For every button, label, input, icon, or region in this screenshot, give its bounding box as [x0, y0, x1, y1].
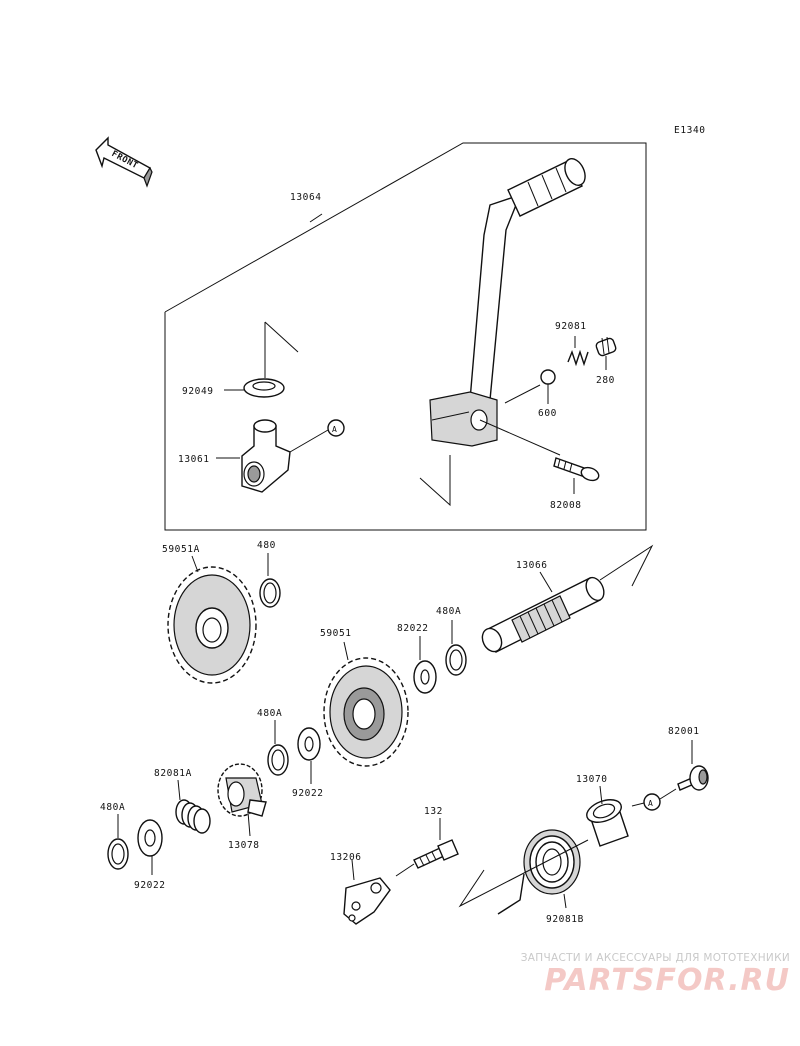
label-13070: 13070: [576, 774, 608, 785]
label-132: 132: [424, 806, 443, 817]
guide-line-shaft: [599, 544, 654, 587]
label-480: 480: [257, 540, 276, 551]
pedal-grip: [507, 158, 586, 217]
circlip-480a-left-icon: [107, 838, 129, 870]
kick-pedal-lever: [429, 158, 586, 447]
bolt-82001-icon: [677, 765, 709, 791]
washer-82022-icon: [413, 660, 437, 694]
bolt-132-icon: [413, 839, 459, 869]
spring-82081a-icon: [175, 799, 211, 834]
label-13078: 13078: [228, 840, 260, 851]
label-92022-mid: 92022: [292, 788, 324, 799]
reference-circle-a: [327, 419, 345, 437]
spring-guide-icon: [586, 799, 629, 847]
pedal-shaft-icon: [241, 419, 291, 493]
washer-92022-left-icon: [137, 819, 163, 857]
guide-line-ball: [504, 384, 541, 404]
stopper-plate-icon: [343, 877, 391, 925]
steel-ball-icon: [540, 369, 556, 385]
label-13066: 13066: [516, 560, 548, 571]
svg-text:A: A: [332, 425, 337, 434]
label-480a-left: 480A: [100, 802, 125, 813]
label-92081: 92081: [555, 321, 587, 332]
circlip-480-icon: [259, 578, 281, 608]
label-13064: 13064: [290, 192, 322, 203]
spring-icon: [567, 349, 589, 367]
oil-seal-icon: [243, 378, 285, 398]
label-92049: 92049: [182, 386, 214, 397]
leader-13064: [309, 213, 323, 223]
reference-circle-a-2: [643, 793, 661, 811]
kick-gear-59051-icon: [323, 657, 409, 767]
label-480a-mid: 480A: [257, 708, 282, 719]
label-280: 280: [596, 375, 615, 386]
label-82022: 82022: [397, 623, 429, 634]
kick-gear-59051a-icon: [167, 566, 257, 684]
watermark-subtitle: ЗАПЧАСТИ И АКСЕССУАРЫ ДЛЯ МОТОТЕХНИКИ: [520, 952, 790, 964]
kick-spring-icon: [497, 829, 581, 915]
washer-92022-mid-icon: [297, 727, 321, 761]
pin-icon: [595, 336, 617, 357]
label-92022-left: 92022: [134, 880, 166, 891]
ratchet-icon: [217, 763, 267, 817]
kick-pedal-assembly-outline: [164, 142, 647, 531]
label-59051: 59051: [320, 628, 352, 639]
guide-line-bolt: [479, 419, 561, 456]
circlip-480a-top-icon: [445, 644, 467, 676]
label-92081b: 92081B: [546, 914, 584, 925]
label-82081a: 82081A: [154, 768, 192, 779]
label-13061: 13061: [178, 454, 210, 465]
circlip-480a-mid-icon: [267, 744, 289, 776]
label-59051a: 59051A: [162, 544, 200, 555]
label-13206: 13206: [330, 852, 362, 863]
guide-line-spring: [458, 839, 589, 908]
label-82008: 82008: [550, 500, 582, 511]
guide-line-lever: [419, 455, 451, 507]
bolt-icon: [553, 457, 600, 482]
watermark-logo: PARTSFOR.RU: [544, 963, 790, 998]
label-480a-top: 480A: [436, 606, 461, 617]
kick-shaft-icon: [481, 576, 605, 653]
front-arrow-icon: FRONT: [95, 136, 153, 188]
svg-text:A: A: [648, 799, 653, 808]
label-600: 600: [538, 408, 557, 419]
label-82001: 82001: [668, 726, 700, 737]
guide-line-shaft-top: [264, 321, 299, 353]
diagram-code: E1340: [674, 125, 706, 136]
